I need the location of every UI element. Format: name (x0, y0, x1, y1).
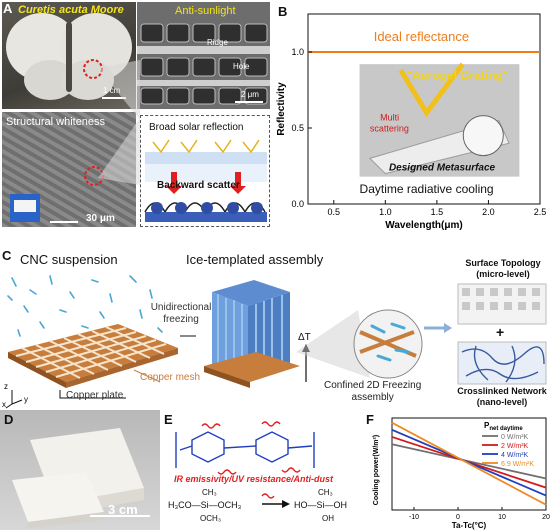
ideal-label: Ideal reflectance (374, 29, 469, 44)
d-scale: 3 cm (108, 502, 138, 517)
f-x-tick-label-0: -10 (409, 514, 419, 521)
unidirectional-label: Unidirectional freezing (150, 302, 212, 325)
panel-e-label: E (164, 412, 173, 427)
butterfly-title: Curetis acuta Moore (18, 4, 124, 16)
panel-c-label: C (2, 248, 12, 263)
panel-e: E IR emissivity/UV resistance/Anti-dust … (162, 412, 362, 530)
silane-left-top: CH₃ (202, 488, 217, 497)
multi-label-1: Multi (380, 112, 399, 122)
panel-d: D 3 cm (0, 410, 160, 530)
sem-scale: 2 μm (241, 90, 259, 99)
structural-image: Structural whiteness 30 μm (2, 112, 136, 227)
silane-left: H₃CO—Si—OCH₃ (168, 500, 242, 510)
scale-1cm: 1 cm (103, 86, 121, 95)
confined-label: Confined 2D Freezing assembly (324, 380, 422, 403)
f-x-tick-label-3: 20 (542, 514, 550, 521)
aerogel-label: "Aerogel Grating" (406, 68, 508, 82)
axis-y: y (24, 395, 28, 404)
f-x-axis-label: Ta-Tc(°C) (452, 521, 487, 530)
broad-reflection-box: Broad solar reflection Backward scatter (140, 115, 270, 227)
silane-right-bottom: OH (322, 514, 334, 523)
x-tick-label-2: 1.5 (431, 207, 444, 217)
copper-plate-label: Copper plate (66, 390, 124, 401)
sem-hole-label: Hole (233, 62, 250, 71)
sem-title: Anti-sunlight (175, 5, 236, 17)
broad-title: Broad solar reflection (149, 122, 244, 133)
struct-scale: 30 μm (86, 213, 115, 224)
network-label: Crosslinked Network (nano-level) (457, 386, 547, 407)
panel-f: F 0 W/m²K 2 W/m²K 4 W/m²K 6.9 W/m²K -10 0 10 20… (364, 410, 550, 530)
zoom-circle (462, 115, 504, 157)
cooling-power-chart: 0 W/m²K 2 W/m²K 4 W/m²K 6.9 W/m²K -10 0 10 20 Pn… (373, 417, 550, 530)
sem-ridge-label: Ridge (207, 38, 228, 47)
struct-title: Structural whiteness (6, 116, 106, 128)
butterfly-photo: Curetis acuta Moore 1 cm (2, 2, 136, 109)
legend-label-3: 6.9 W/m²K (501, 461, 534, 468)
ice-title: Ice-templated assembly (186, 252, 324, 267)
reflectivity-chart: 0.0 0.5 1.0 0.5 1.0 1.5 2.0 2.5 Ideal reflectanc… (276, 13, 547, 230)
y-tick-label-2: 1.0 (291, 47, 304, 57)
plus-sign: + (496, 324, 505, 340)
f-x-tick-label-1: 0 (456, 514, 460, 521)
daytime-label: Daytime radiative cooling (360, 182, 494, 196)
panel-b: B 0.0 0.5 1.0 0.5 1.0 1.5 2.0 2.5 Ideal reflecta… (272, 0, 550, 230)
multi-label-2: scattering (370, 123, 409, 133)
cooling-line-3 (391, 421, 547, 506)
butterfly-image (6, 13, 132, 100)
reflection-arrow (398, 62, 465, 118)
f-title: Pnet daytime (484, 421, 523, 432)
zoom-wedge (98, 60, 140, 185)
copper-mesh-label: Copper mesh (140, 372, 201, 383)
cooling-line-2 (391, 429, 547, 497)
legend-label-2: 4 W/m²K (501, 452, 529, 459)
surface-label: Surface Topology (micro-level) (465, 258, 541, 279)
axis-x: x (2, 400, 6, 409)
x-tick-label-3: 2.0 (482, 207, 495, 217)
x-tick-label-4: 2.5 (534, 207, 547, 217)
y-tick-label-0: 0.0 (291, 199, 304, 209)
delta-t-label: ΔT (298, 332, 311, 343)
f-y-axis-label: Cooling power(W/m²) (373, 435, 380, 505)
panel-b-label: B (278, 4, 288, 19)
cnc-title: CNC suspension (20, 252, 118, 267)
silane-right: HO—Si—OH (294, 500, 348, 510)
ir-label: IR emissivity/UV resistance/Anti-dust (174, 474, 334, 484)
assembly-diagram (5, 275, 547, 409)
x-tick-label-0: 0.5 (328, 207, 341, 217)
y-tick-label-1: 0.5 (291, 123, 304, 133)
sem-image: Anti-sunlight Ridge Hole 2 μm (137, 2, 270, 109)
panel-c: C CNC suspension Ice-templated assembly (0, 232, 550, 410)
panel-d-label: D (4, 412, 14, 427)
f-plot-frame (391, 417, 547, 511)
x-tick-label-1: 1.0 (379, 207, 392, 217)
designed-label: Designed Metasurface (389, 163, 496, 174)
f-x-tick-label-2: 10 (498, 514, 506, 521)
panel-a-label: A (3, 1, 13, 16)
axis-z: z (4, 382, 8, 391)
x-axis-label: Wavelength(μm) (385, 220, 462, 230)
backward-label: Backward scatter (157, 180, 240, 191)
plot-frame (307, 13, 541, 205)
panel-a: Curetis acuta Moore 1 cm A Anti-sunlight… (0, 0, 272, 230)
legend-label-1: 2 W/m²K (501, 443, 529, 450)
silane-left-bottom: OCH₃ (200, 514, 222, 523)
panel-f-label: F (366, 412, 374, 427)
silane-right-top: CH₃ (318, 488, 333, 497)
y-axis-label: Reflectivity (276, 82, 287, 136)
legend-label-0: 0 W/m²K (501, 434, 529, 441)
